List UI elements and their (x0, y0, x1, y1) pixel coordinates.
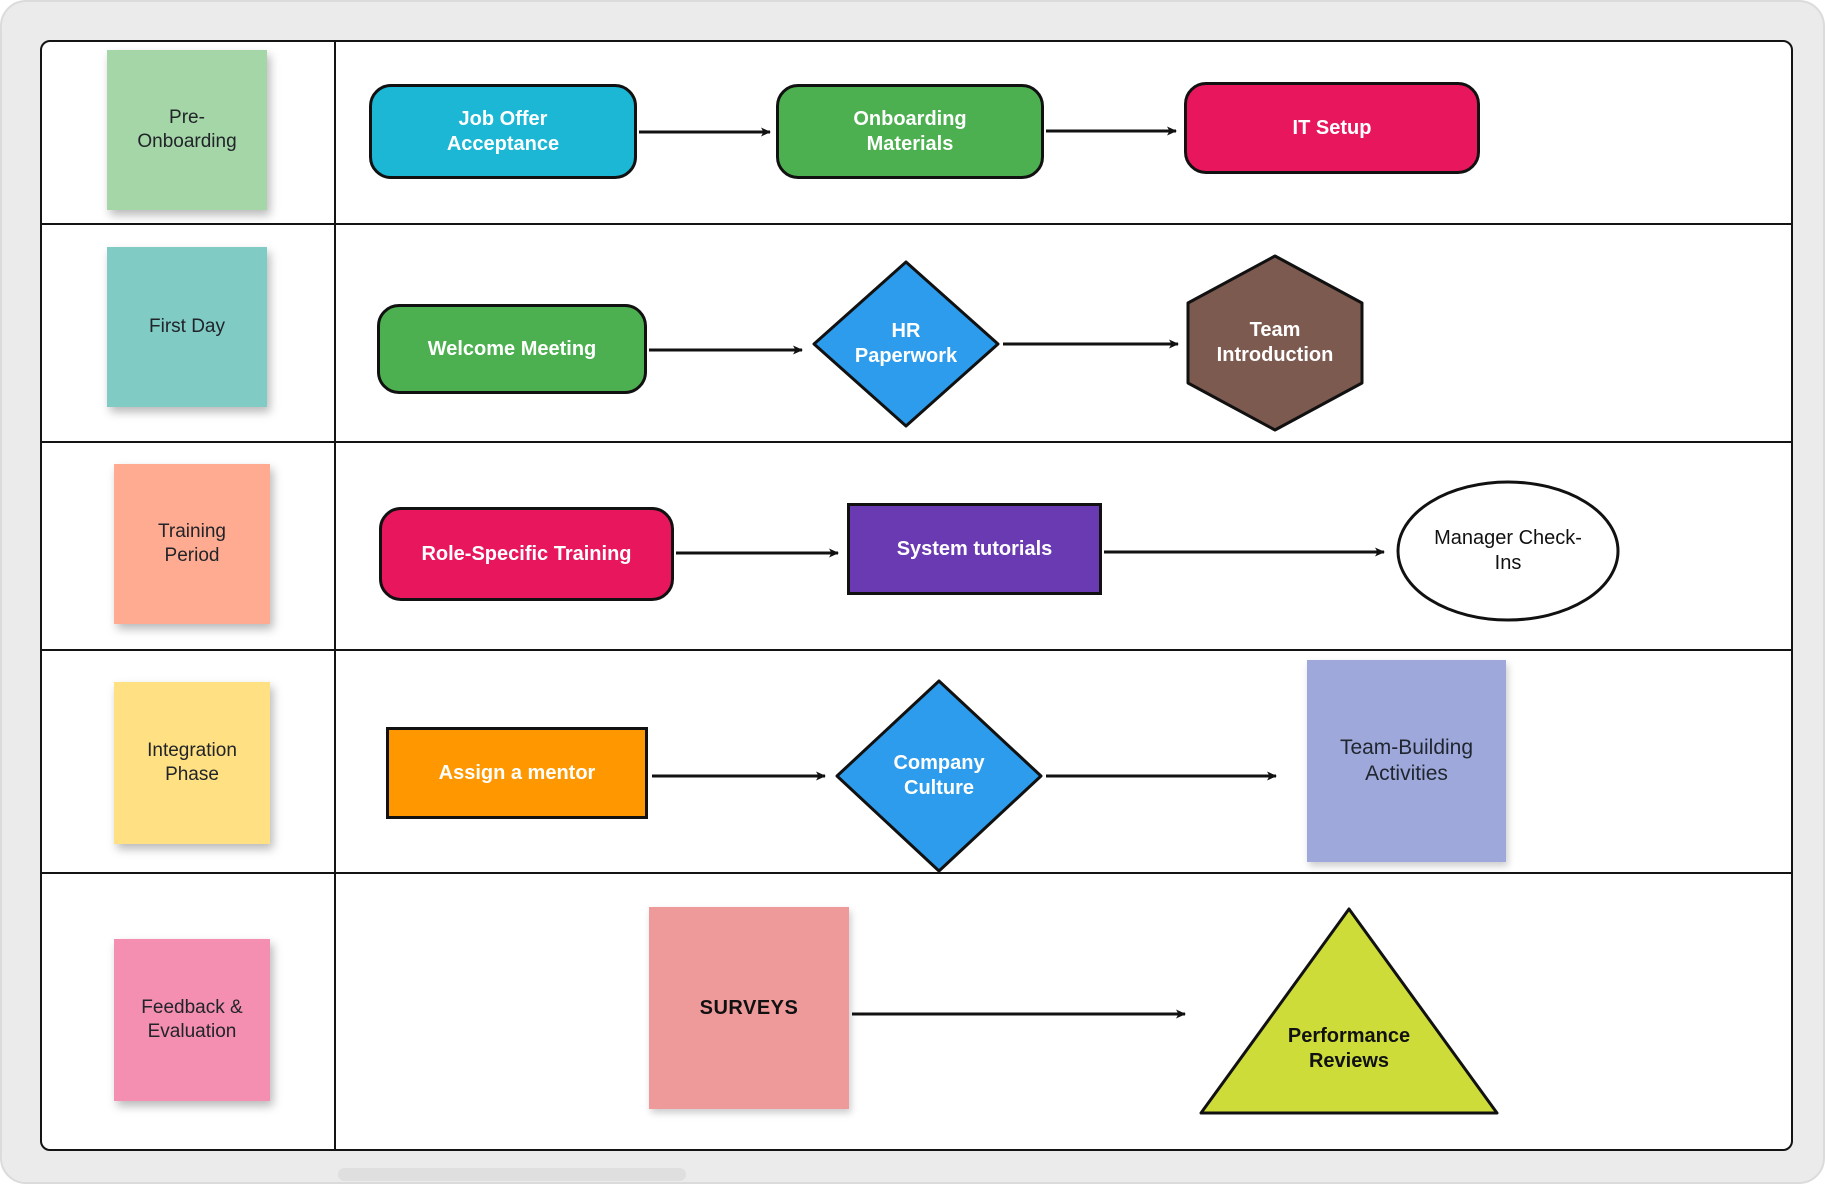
node-label: Role-Specific Training (421, 542, 632, 565)
node-welcome-meeting[interactable]: Welcome Meeting (377, 304, 647, 394)
lane-label: Integration Phase (147, 740, 237, 785)
node-label: IT Setup (1292, 116, 1372, 139)
node-team-building-activities[interactable]: Team-Building Activities (1307, 660, 1506, 862)
diamond-shape (835, 679, 1043, 873)
node-system-tutorials[interactable]: System tutorials (847, 503, 1102, 595)
node-assign-a-mentor[interactable]: Assign a mentor (386, 727, 648, 819)
node-onboarding-materials[interactable]: Onboarding Materials (776, 84, 1044, 179)
lane-divider-3 (42, 649, 1791, 651)
lane-sticky-feedback-evaluation[interactable]: Feedback & Evaluation (114, 939, 270, 1101)
node-label: Onboarding Materials (853, 107, 967, 155)
horizontal-scrollbar-thumb[interactable] (338, 1168, 686, 1181)
lane-sticky-pre-onboarding[interactable]: Pre-Onboarding (107, 50, 267, 210)
node-label: Performance Reviews (1287, 1025, 1411, 1072)
node-label: Welcome Meeting (427, 337, 597, 360)
lane-divider-4 (42, 872, 1791, 874)
lane-label: Pre-Onboarding (137, 107, 237, 152)
node-performance-reviews[interactable]: Performance Reviews (1194, 902, 1504, 1120)
node-label: HR Paperwork (854, 320, 958, 367)
node-label: SURVEYS (699, 996, 799, 1019)
node-it-setup[interactable]: IT Setup (1184, 82, 1480, 174)
node-surveys[interactable]: SURVEYS (649, 907, 849, 1109)
lane-divider-2 (42, 441, 1791, 443)
node-hr-paperwork[interactable]: HR Paperwork (811, 259, 1001, 429)
lane-divider-1 (42, 223, 1791, 225)
hexagon-shape (1186, 254, 1364, 432)
node-label: Manager Check-Ins (1434, 527, 1582, 574)
ellipse-shape (1396, 480, 1620, 622)
node-label: Company Culture (893, 752, 985, 799)
lane-header-divider (334, 42, 336, 1149)
lane-sticky-integration-phase[interactable]: Integration Phase (114, 682, 270, 844)
node-team-introduction[interactable]: Team Introduction (1186, 254, 1364, 432)
swimlane-table: Pre-Onboarding First Day Training Period… (40, 40, 1793, 1151)
node-role-specific-training[interactable]: Role-Specific Training (379, 507, 674, 601)
lane-sticky-training-period[interactable]: Training Period (114, 464, 270, 624)
node-label: System tutorials (896, 537, 1053, 560)
diamond-shape (812, 260, 1000, 428)
node-label: Team Introduction (1216, 319, 1334, 366)
lane-label: First Day (149, 316, 225, 338)
lane-label: Training Period (158, 521, 226, 566)
node-manager-check-ins[interactable]: Manager Check-Ins (1394, 479, 1622, 623)
node-job-offer-acceptance[interactable]: Job Offer Acceptance (369, 84, 637, 179)
lane-label: Feedback & Evaluation (141, 997, 243, 1042)
lane-sticky-first-day[interactable]: First Day (107, 247, 267, 407)
node-company-culture[interactable]: Company Culture (834, 678, 1044, 874)
triangle-shape (1199, 907, 1499, 1115)
node-label: Team-Building Activities (1339, 735, 1474, 785)
node-label: Assign a mentor (438, 761, 596, 784)
node-label: Job Offer Acceptance (446, 107, 560, 155)
